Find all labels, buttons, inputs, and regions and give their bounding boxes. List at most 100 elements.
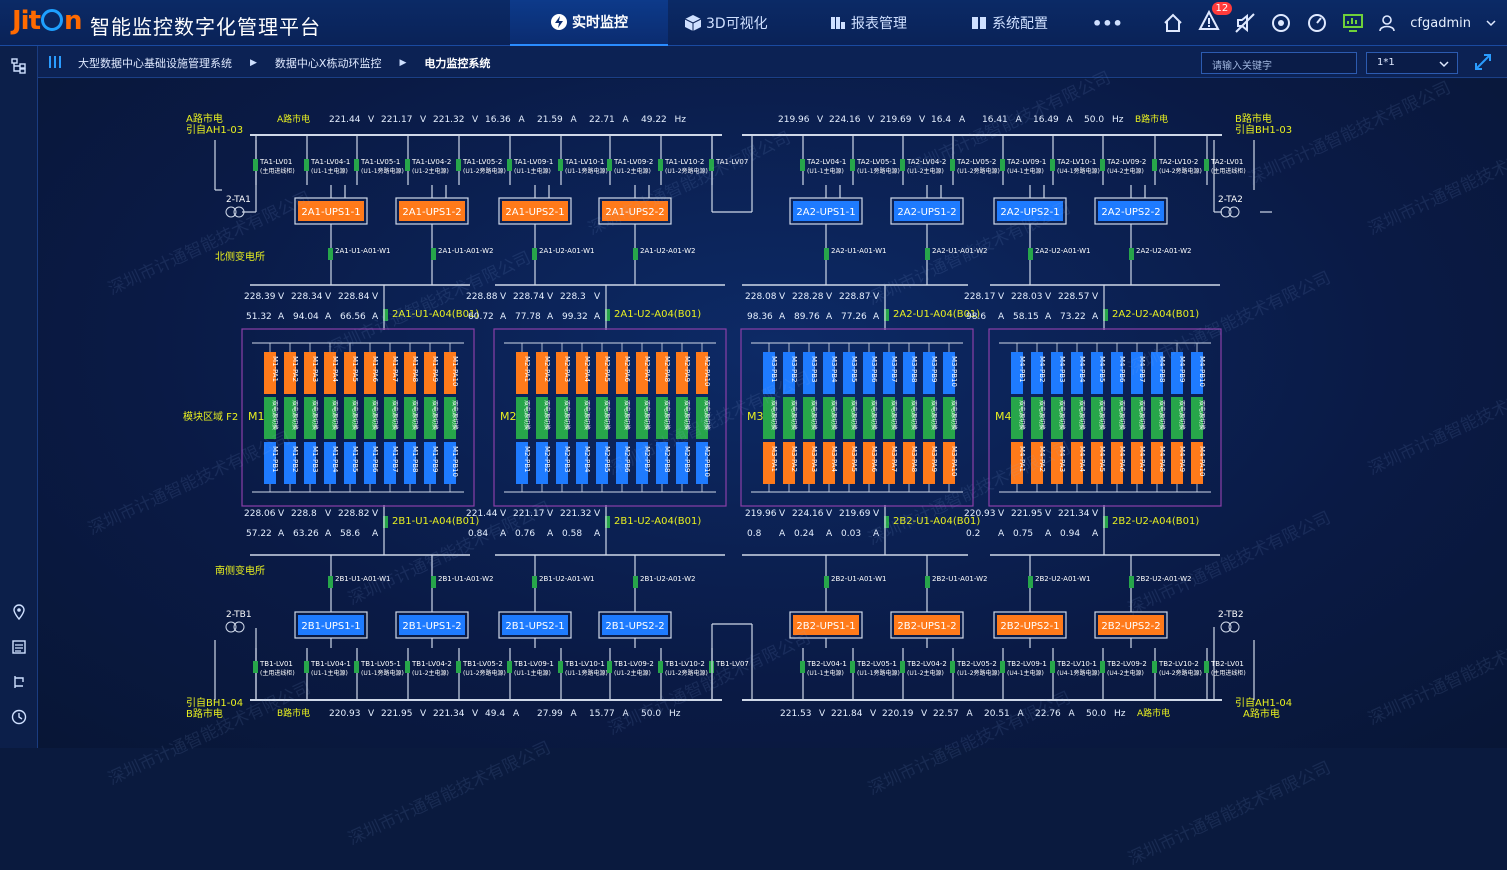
pdu-unit[interactable]	[404, 442, 416, 484]
pdu-unit[interactable]	[324, 352, 336, 394]
nav-report-management[interactable]: 报表管理	[829, 0, 907, 46]
ups-unit[interactable]	[793, 615, 859, 635]
pdu-unit[interactable]	[516, 442, 528, 484]
ats-unit[interactable]	[763, 397, 775, 439]
pdu-unit[interactable]	[763, 442, 775, 484]
pdu-unit[interactable]	[1131, 442, 1143, 484]
breaker-icon[interactable]	[253, 661, 258, 673]
pdu-unit[interactable]	[424, 442, 436, 484]
breaker-icon[interactable]	[1129, 248, 1134, 260]
pdu-unit[interactable]	[636, 442, 648, 484]
breaker-icon[interactable]	[304, 159, 309, 171]
pdu-unit[interactable]	[264, 352, 276, 394]
ats-unit[interactable]	[883, 397, 895, 439]
pdu-unit[interactable]	[823, 442, 835, 484]
list-icon[interactable]	[11, 639, 27, 655]
breaker-icon[interactable]	[1204, 159, 1209, 171]
pdu-unit[interactable]	[304, 352, 316, 394]
breaker-icon[interactable]	[1204, 661, 1209, 673]
pdu-unit[interactable]	[883, 352, 895, 394]
ats-unit[interactable]	[783, 397, 795, 439]
breaker-icon[interactable]	[925, 248, 930, 260]
breaker-icon[interactable]	[607, 661, 612, 673]
breaker-icon[interactable]	[1103, 516, 1108, 528]
ups-unit[interactable]	[298, 615, 364, 635]
ats-unit[interactable]	[404, 397, 416, 439]
breaker-icon[interactable]	[558, 159, 563, 171]
ats-unit[interactable]	[803, 397, 815, 439]
ats-unit[interactable]	[1011, 397, 1023, 439]
pdu-unit[interactable]	[843, 442, 855, 484]
breaker-icon[interactable]	[824, 576, 829, 588]
pdu-unit[interactable]	[576, 442, 588, 484]
breaker-icon[interactable]	[1100, 159, 1105, 171]
pdu-unit[interactable]	[783, 442, 795, 484]
username[interactable]: cfgadmin	[1410, 15, 1471, 31]
pdu-unit[interactable]	[324, 442, 336, 484]
ats-unit[interactable]	[1051, 397, 1063, 439]
pdu-unit[interactable]	[1171, 352, 1183, 394]
pdu-unit[interactable]	[863, 352, 875, 394]
pdu-unit[interactable]	[616, 442, 628, 484]
pdu-unit[interactable]	[344, 442, 356, 484]
history-icon[interactable]	[11, 709, 27, 725]
nav-realtime-monitor[interactable]: 实时监控	[510, 0, 668, 46]
pdu-unit[interactable]	[636, 352, 648, 394]
pdu-unit[interactable]	[1151, 352, 1163, 394]
breadcrumb-item[interactable]: 数据中心X栋动环监控	[274, 57, 382, 70]
pdu-unit[interactable]	[444, 442, 456, 484]
ups-unit[interactable]	[602, 615, 668, 635]
breaker-icon[interactable]	[607, 159, 612, 171]
breaker-icon[interactable]	[1050, 661, 1055, 673]
breaker-icon[interactable]	[253, 159, 258, 171]
menu-toggle-icon[interactable]	[48, 55, 62, 69]
pdu-unit[interactable]	[1011, 442, 1023, 484]
gauge-icon[interactable]	[1306, 12, 1328, 34]
pdu-unit[interactable]	[696, 352, 708, 394]
pdu-unit[interactable]	[1071, 442, 1083, 484]
breaker-icon[interactable]	[405, 159, 410, 171]
breaker-icon[interactable]	[532, 248, 537, 260]
breaker-icon[interactable]	[456, 661, 461, 673]
ats-unit[interactable]	[676, 397, 688, 439]
pdu-unit[interactable]	[516, 352, 528, 394]
pdu-unit[interactable]	[364, 352, 376, 394]
pdu-unit[interactable]	[596, 442, 608, 484]
pdu-unit[interactable]	[923, 442, 935, 484]
ats-unit[interactable]	[536, 397, 548, 439]
pdu-unit[interactable]	[384, 352, 396, 394]
ups-unit[interactable]	[399, 615, 465, 635]
breaker-icon[interactable]	[1152, 159, 1157, 171]
fullscreen-icon[interactable]	[1474, 53, 1492, 71]
ats-unit[interactable]	[444, 397, 456, 439]
pdu-unit[interactable]	[676, 442, 688, 484]
more-icon[interactable]: •••	[1092, 13, 1123, 33]
breaker-icon[interactable]	[532, 576, 537, 588]
breaker-icon[interactable]	[605, 516, 610, 528]
breaker-icon[interactable]	[884, 309, 889, 321]
ups-unit[interactable]	[997, 615, 1063, 635]
pdu-unit[interactable]	[843, 352, 855, 394]
breaker-icon[interactable]	[507, 661, 512, 673]
layout-select[interactable]: 1*1	[1366, 52, 1458, 74]
ats-unit[interactable]	[556, 397, 568, 439]
breaker-icon[interactable]	[658, 159, 663, 171]
pdu-unit[interactable]	[823, 352, 835, 394]
breaker-icon[interactable]	[456, 159, 461, 171]
breaker-icon[interactable]	[1129, 576, 1134, 588]
breaker-icon[interactable]	[800, 661, 805, 673]
ups-unit[interactable]	[1098, 201, 1164, 221]
breaker-icon[interactable]	[1050, 159, 1055, 171]
ats-unit[interactable]	[843, 397, 855, 439]
pdu-unit[interactable]	[444, 352, 456, 394]
sync-icon[interactable]	[1270, 12, 1292, 34]
ats-unit[interactable]	[344, 397, 356, 439]
pdu-unit[interactable]	[943, 442, 955, 484]
ups-unit[interactable]	[894, 201, 960, 221]
breaker-icon[interactable]	[1152, 661, 1157, 673]
breaker-icon[interactable]	[709, 159, 714, 171]
ats-unit[interactable]	[656, 397, 668, 439]
breaker-icon[interactable]	[824, 248, 829, 260]
breaker-icon[interactable]	[900, 661, 905, 673]
ats-unit[interactable]	[1031, 397, 1043, 439]
